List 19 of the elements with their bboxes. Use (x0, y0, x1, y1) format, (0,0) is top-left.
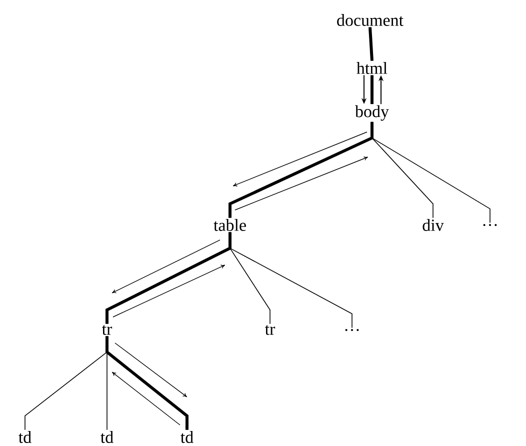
tree-node-label: td (180, 431, 194, 443)
tree-node-label: document (337, 14, 404, 26)
tree-node-label: … (483, 224, 497, 226)
tree-edge (228, 122, 374, 218)
tree-edge (106, 232, 232, 324)
tree-edge (368, 27, 374, 61)
tree-edge (230, 232, 352, 328)
tree-node-label: td (100, 431, 114, 443)
tree-node-label: html (356, 62, 388, 74)
tree-edge (370, 75, 374, 104)
tree-node-label: td (18, 431, 32, 443)
tree-node-label: … (345, 329, 359, 331)
tree-node-label: tr (264, 325, 276, 335)
tree-node-label: div (422, 219, 444, 231)
tree-node-label: table (214, 219, 246, 231)
tree-node-label: tr (102, 325, 112, 335)
tree-node-label: body (355, 105, 389, 121)
tree-edge (106, 336, 188, 430)
tree-edge (372, 122, 490, 224)
